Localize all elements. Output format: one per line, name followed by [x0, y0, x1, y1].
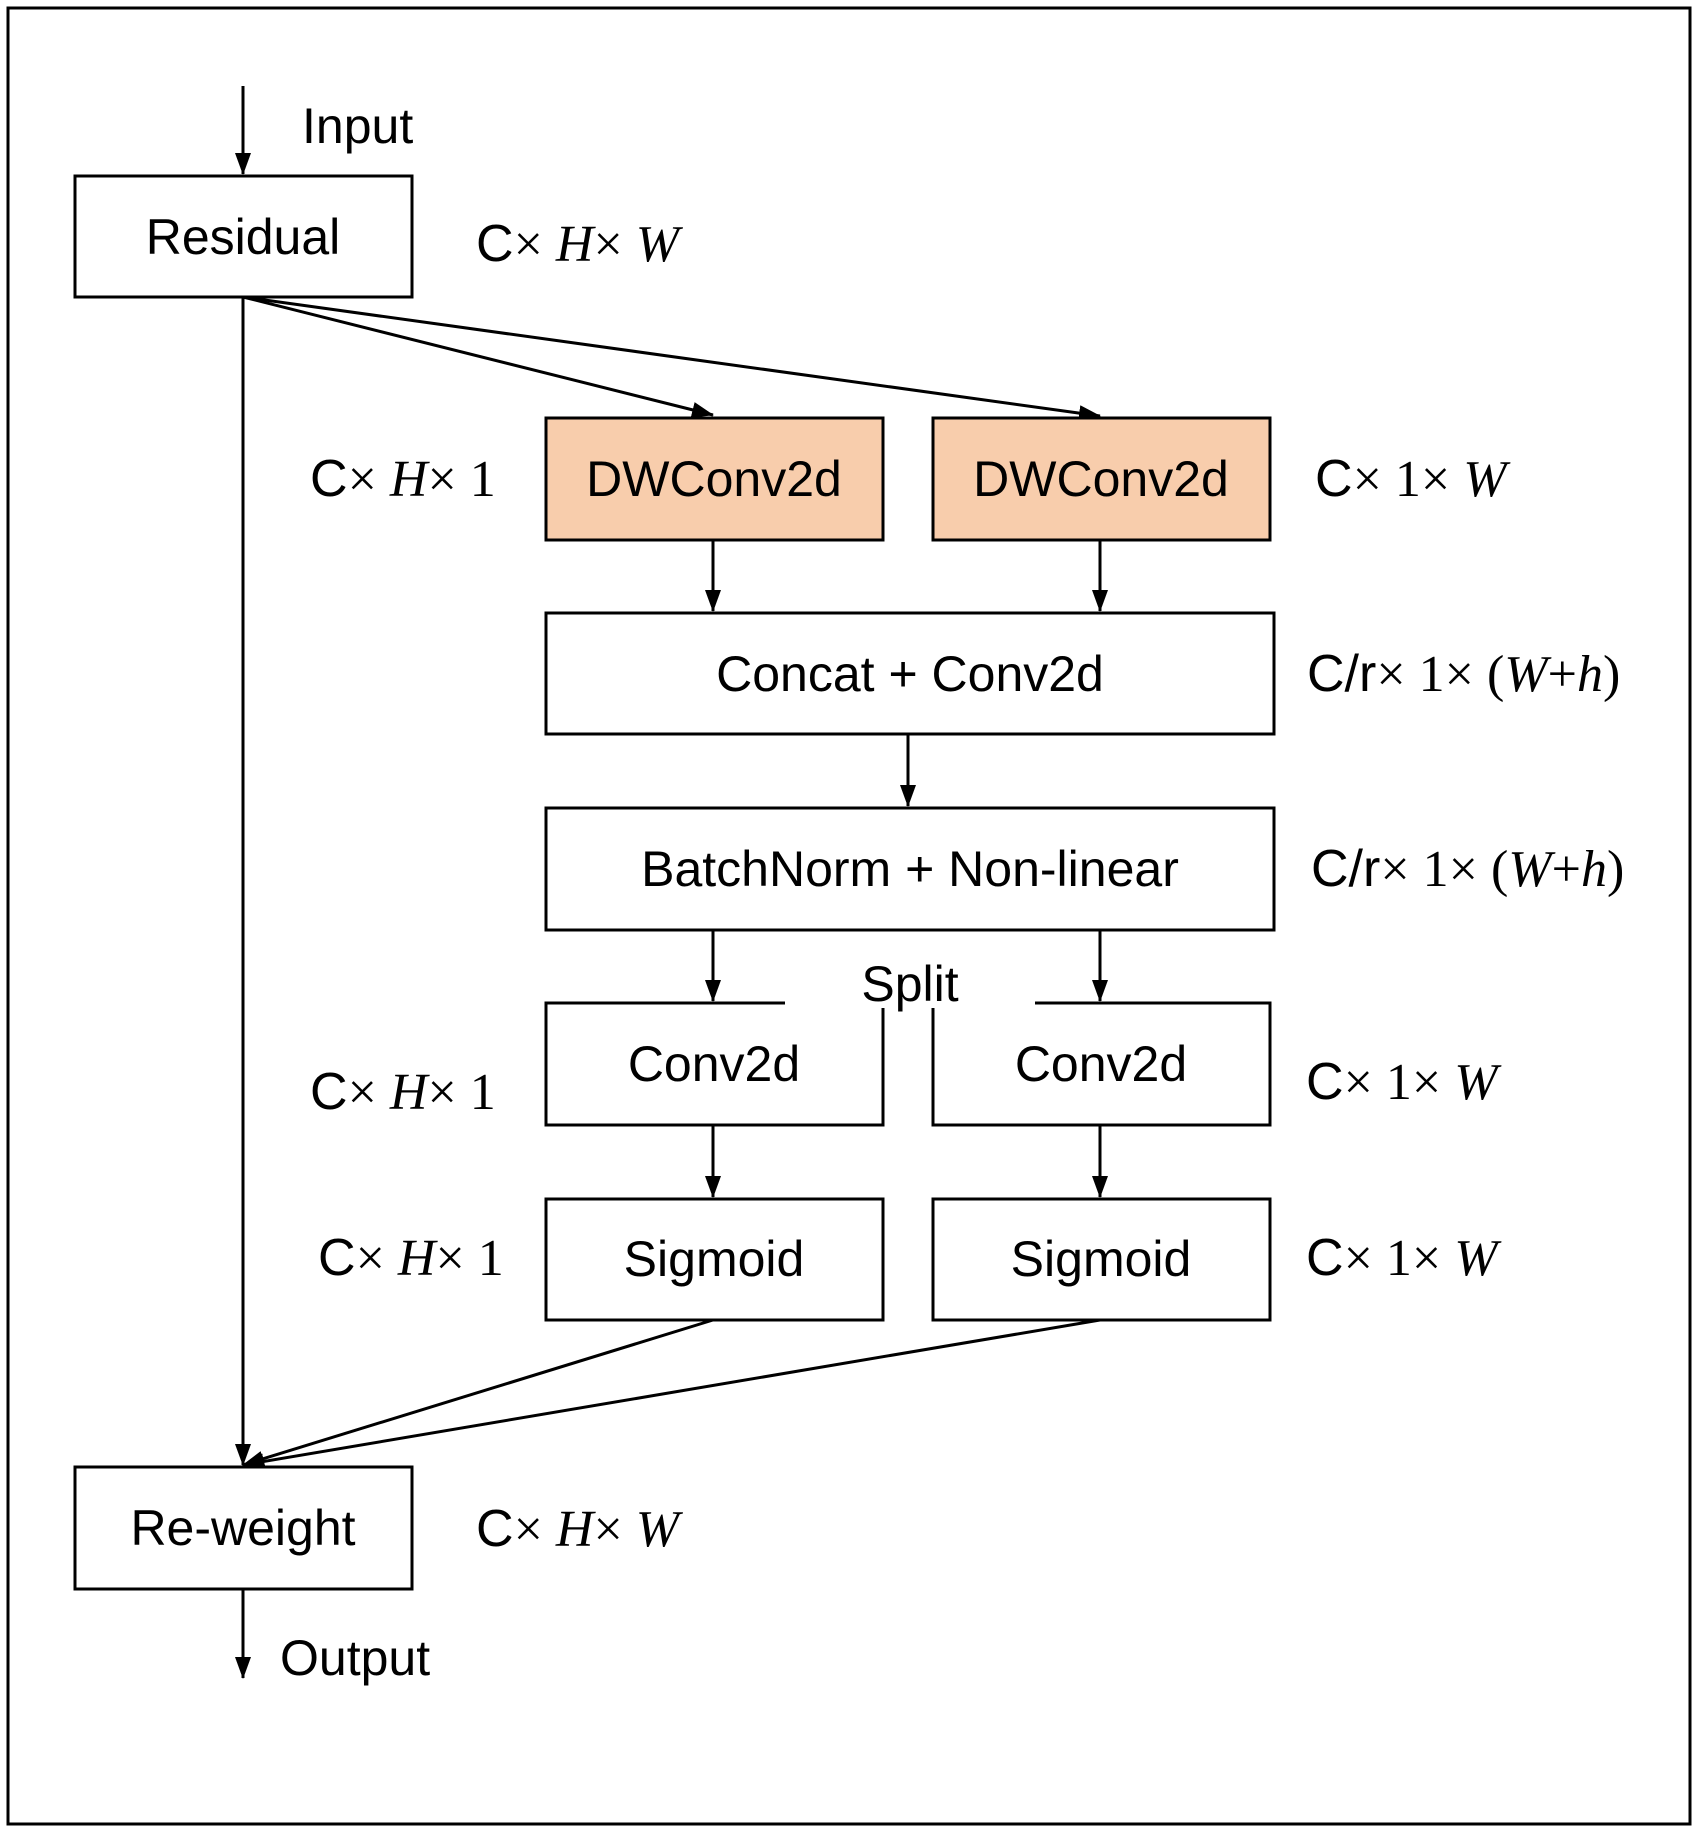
- node-concat-label: Concat + Conv2d: [716, 646, 1104, 702]
- dim-dwconv-h: C× H× 1: [310, 450, 496, 508]
- dim-conv-h: C× H× 1: [310, 1063, 496, 1121]
- node-batchnorm: BatchNorm + Non-linear: [544, 806, 1276, 932]
- output-label: Output: [280, 1630, 430, 1686]
- node-dwconv-w-label: DWConv2d: [973, 451, 1229, 507]
- node-dwconv-h: DWConv2d: [544, 416, 885, 542]
- node-sigmoid-h-label: Sigmoid: [624, 1231, 805, 1287]
- node-residual: Residual: [73, 174, 414, 299]
- node-residual-label: Residual: [146, 209, 341, 265]
- dim-conv-w: C× 1× W: [1306, 1053, 1502, 1111]
- node-sigmoid-w-label: Sigmoid: [1011, 1231, 1192, 1287]
- outer-frame: [6, 6, 1692, 1826]
- node-reweight: Re-weight: [73, 1465, 414, 1591]
- edge-residual-dwconv-w: [242, 295, 1101, 422]
- node-conv-h-label: Conv2d: [628, 1036, 800, 1092]
- node-reweight-label: Re-weight: [130, 1500, 355, 1556]
- input-label: Input: [302, 98, 413, 154]
- dim-reweight: C× H× W: [476, 1500, 684, 1558]
- edge-sigmoid-w-reweight: [242, 1318, 1101, 1470]
- node-conv-h: Conv2d: [544, 1001, 885, 1127]
- dim-sigmoid-h: C× H× 1: [318, 1229, 504, 1287]
- dim-sigmoid-w: C× 1× W: [1306, 1229, 1502, 1287]
- edge-residual-dwconv-h: [242, 295, 714, 418]
- node-dwconv-w: DWConv2d: [931, 416, 1272, 542]
- node-conv-w: Conv2d: [931, 1001, 1272, 1127]
- node-conv-w-label: Conv2d: [1015, 1036, 1187, 1092]
- node-dwconv-h-label: DWConv2d: [586, 451, 842, 507]
- dim-dwconv-w: C× 1× W: [1315, 450, 1511, 508]
- node-sigmoid-h: Sigmoid: [544, 1197, 885, 1322]
- split-label-backing: [785, 960, 1035, 1008]
- split-label: Split: [861, 956, 958, 1012]
- node-concat: Concat + Conv2d: [544, 611, 1276, 736]
- dim-batchnorm: C/r× 1× (W+h): [1311, 840, 1624, 898]
- dim-residual: C× H× W: [476, 215, 684, 273]
- node-batchnorm-label: BatchNorm + Non-linear: [641, 841, 1179, 897]
- node-sigmoid-w: Sigmoid: [931, 1197, 1272, 1322]
- edge-sigmoid-h-reweight: [242, 1318, 714, 1467]
- dim-concat: C/r× 1× (W+h): [1307, 645, 1620, 703]
